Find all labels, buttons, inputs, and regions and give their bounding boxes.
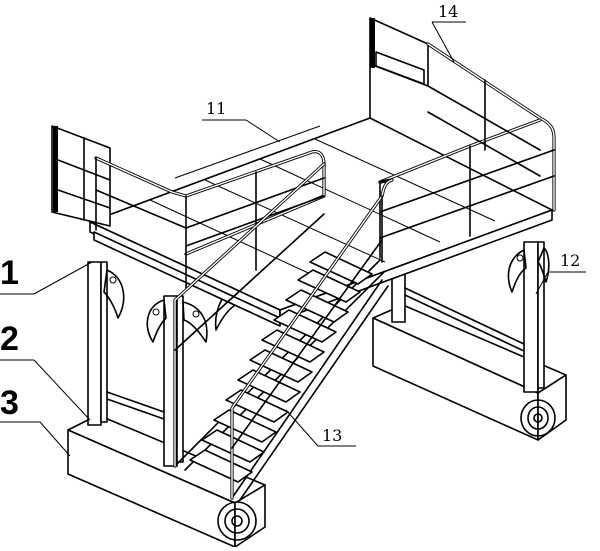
label-3: 3 [0,384,19,422]
wheel-left [217,501,257,541]
legs [87,241,545,467]
label-2: 2 [0,320,19,358]
label-14: 14 [438,2,458,21]
leader-13b [285,409,319,447]
wheel-right [520,399,556,437]
label-13: 13 [322,426,342,445]
label-11: 11 [206,99,226,118]
leader-lines [0,21,586,457]
brackets [103,247,550,343]
leader-14b [431,21,455,63]
label-12: 12 [560,251,580,270]
leader-11b [245,119,281,143]
right-end-rail [369,17,429,119]
left-end-rail [51,125,111,227]
leader-12b [535,271,549,295]
platform-deck [89,117,553,327]
base-box-right [372,304,567,441]
staircase [173,162,394,501]
rear-guardrail [378,42,556,259]
leader-2b [33,359,91,421]
label-1: 1 [0,254,19,292]
leader-3b [39,421,71,457]
leader-1b [33,261,93,295]
